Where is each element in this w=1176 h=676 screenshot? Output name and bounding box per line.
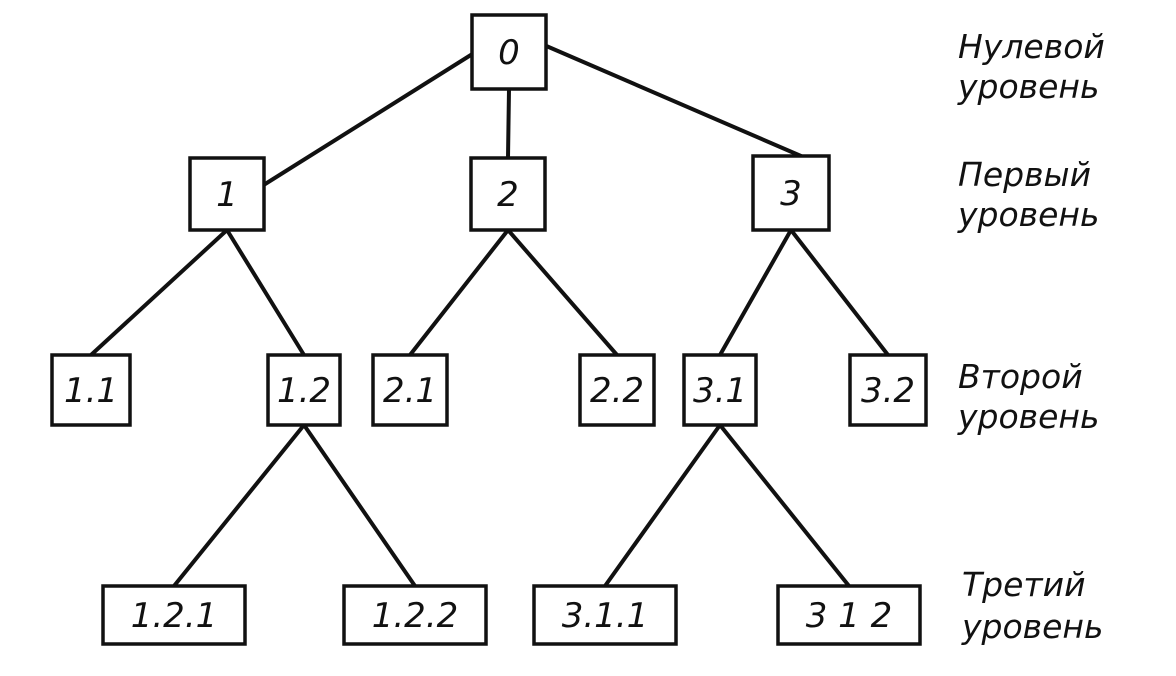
node-label-2-2: 2.2	[590, 371, 644, 411]
node-label-2-1: 2.1	[383, 371, 437, 411]
node-box-1	[188, 156, 266, 232]
node-label-1-2-2: 1.2.2	[372, 596, 459, 636]
edge-1-to-1-1	[89, 228, 229, 357]
edge-2-to-2-2	[506, 228, 619, 357]
node-box-1-2	[266, 353, 342, 427]
edge-3-to-3-2	[789, 228, 890, 357]
node-label-3-1-2: 3 1 2	[806, 596, 893, 636]
node-box-1-2-2	[342, 584, 488, 646]
node-label-1: 1	[216, 175, 238, 215]
nodes-layer: 0 1 2 3 1.1 1.2 2.1 2.2 3.1 3.2 1.2.1 1.2.2 3.1.1 3 1…	[50, 13, 928, 646]
level-label-zero: Нулевой уровень	[957, 27, 1105, 106]
node-2-2: 2.2	[578, 353, 656, 427]
node-label-3-2: 3.2	[861, 371, 915, 411]
edges-layer	[89, 43, 890, 588]
node-box-2	[469, 156, 547, 232]
level-zero-line1: Нулевой	[958, 27, 1105, 66]
node-0: 0	[470, 13, 548, 91]
node-1-2: 1.2	[266, 353, 342, 427]
level-second-line2: уровень	[957, 397, 1099, 436]
node-label-3-1: 3.1	[693, 371, 747, 411]
node-box-2-2	[578, 353, 656, 427]
edge-1-2-to-1-2-1	[172, 423, 306, 588]
node-2: 2	[469, 156, 547, 232]
level-second-line1: Второй	[958, 357, 1083, 396]
node-box-3-1	[682, 353, 758, 427]
node-label-2: 2	[497, 175, 519, 215]
node-1-1: 1.1	[50, 353, 132, 427]
edge-0-to-2	[506, 87, 511, 160]
node-3-1: 3.1	[682, 353, 758, 427]
node-1: 1	[188, 156, 266, 232]
node-box-1-2-1	[101, 584, 247, 646]
edge-3-1-to-3-1-1	[603, 423, 722, 588]
node-box-3-1-2	[776, 584, 922, 646]
node-box-1-1	[50, 353, 132, 427]
edge-3-1-to-3-1-2	[718, 423, 851, 588]
level-zero-line2: уровень	[957, 67, 1099, 106]
node-3-1-2: 3 1 2	[776, 584, 922, 646]
level-third-line2: уровень	[961, 607, 1103, 646]
node-box-3-2	[848, 353, 928, 427]
edge-2-to-2-1	[408, 228, 510, 357]
level-first-line1: Первый	[958, 155, 1091, 194]
edge-3-to-3-1	[718, 228, 793, 357]
edge-1-2-to-1-2-2	[302, 423, 417, 588]
level-label-first: Первый уровень	[957, 155, 1099, 234]
node-box-3-1-1	[532, 584, 678, 646]
node-label-3: 3	[780, 174, 802, 214]
node-label-1-1: 1.1	[64, 371, 118, 411]
edge-0-to-3	[542, 43, 803, 158]
node-1-2-1: 1.2.1	[101, 584, 247, 646]
node-1-2-2: 1.2.2	[342, 584, 488, 646]
node-3: 3	[751, 154, 831, 232]
node-3-1-1: 3.1.1	[532, 584, 678, 646]
node-label-1-2: 1.2	[277, 371, 331, 411]
node-box-2-1	[371, 353, 449, 427]
level-label-third: Третий уровень	[961, 565, 1103, 646]
node-box-0	[470, 13, 548, 91]
edge-0-to-1	[260, 51, 476, 188]
edge-1-to-1-2	[225, 228, 306, 357]
level-first-line2: уровень	[957, 195, 1099, 234]
node-2-1: 2.1	[371, 353, 449, 427]
node-3-2: 3.2	[848, 353, 928, 427]
node-label-0: 0	[498, 33, 520, 73]
node-box-3	[751, 154, 831, 232]
level-third-line1: Третий	[962, 565, 1086, 604]
node-label-1-2-1: 1.2.1	[131, 596, 218, 636]
level-label-second: Второй уровень	[957, 357, 1099, 436]
node-label-3-1-1: 3.1.1	[562, 596, 649, 636]
